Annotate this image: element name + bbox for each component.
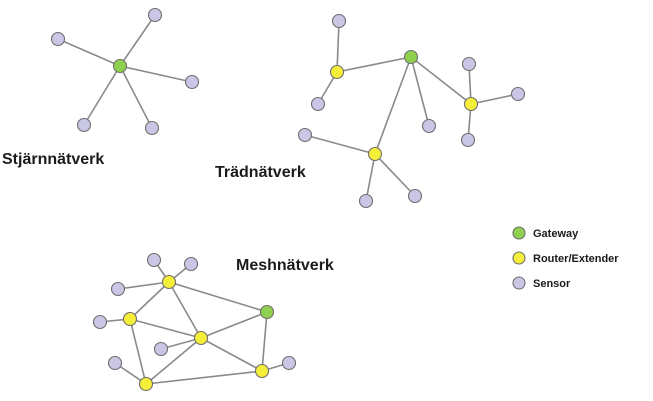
legend-gateway-label: Gateway	[533, 228, 579, 240]
tree-edge-r2-s6	[374, 153, 416, 197]
mesh-edge-g-r5	[261, 311, 268, 372]
tree-sensor-node-s7	[461, 56, 477, 72]
mesh-edge-r3-g	[200, 311, 268, 339]
tree-sensor-node-s6	[407, 188, 423, 204]
star-sensor-node-s1	[147, 7, 163, 23]
tree-edge-g-s3	[410, 56, 430, 127]
mesh-router-node-r4	[138, 376, 154, 392]
legend: Gateway Router/Extender Sensor	[512, 226, 619, 290]
mesh-sensor-node-s2	[183, 256, 199, 272]
star-edge-g-s2	[57, 38, 121, 67]
tree-sensor-node-s8	[510, 86, 526, 102]
edges-layer	[57, 14, 519, 385]
star-sensor-node-s3	[184, 74, 200, 90]
mesh-edge-r3-r4	[145, 337, 202, 385]
star-edge-g-s1	[119, 14, 156, 67]
star-network-title: Stjärnnätverk	[2, 151, 104, 168]
legend-router-label: Router/Extender	[533, 253, 619, 265]
tree-edge-g-r1	[336, 56, 412, 73]
mesh-edge-r1-s3	[117, 281, 170, 290]
mesh-sensor-node-s7	[281, 355, 297, 371]
mesh-sensor-node-s3	[110, 281, 126, 297]
mesh-router-node-r3	[193, 330, 209, 346]
mesh-network-title: Meshnätverk	[236, 257, 334, 274]
tree-edge-r2-s5	[365, 153, 376, 202]
mesh-edge-r4-r5	[145, 370, 263, 385]
mesh-edge-r2-r4	[129, 318, 147, 385]
legend-sensor-label: Sensor	[533, 278, 571, 290]
mesh-sensor-node-s6	[153, 341, 169, 357]
tree-sensor-node-s3	[421, 118, 437, 134]
star-sensor-node-s5	[144, 120, 160, 136]
tree-sensor-node-s1	[331, 13, 347, 29]
tree-sensor-node-s5	[358, 193, 374, 209]
tree-edge-g-r3	[410, 56, 472, 105]
mesh-edge-r2-r3	[129, 318, 202, 339]
tree-edge-r2-s4	[304, 134, 376, 155]
tree-sensor-node-s9	[460, 132, 476, 148]
mesh-edge-r1-r3	[168, 281, 202, 339]
star-edge-g-s5	[119, 65, 153, 129]
star-gateway-node-g	[112, 58, 128, 74]
tree-edge-r1-s1	[336, 20, 340, 73]
star-edge-g-s4	[83, 65, 121, 126]
tree-sensor-node-s2	[310, 96, 326, 112]
mesh-edge-r1-r2	[129, 281, 170, 320]
mesh-edge-r1-g	[168, 281, 268, 313]
mesh-router-node-r2	[122, 311, 138, 327]
legend-router-dot	[512, 251, 526, 265]
nodes-layer	[50, 7, 526, 392]
legend-gateway-dot	[512, 226, 526, 240]
legend-sensor-dot	[512, 276, 526, 290]
star-edge-g-s3	[119, 65, 193, 83]
tree-gateway-node-g	[403, 49, 419, 65]
tree-router-node-r2	[367, 146, 383, 162]
tree-sensor-node-s4	[297, 127, 313, 143]
tree-edge-g-r2	[374, 56, 412, 155]
mesh-sensor-node-s5	[107, 355, 123, 371]
tree-edge-r3-s8	[470, 93, 519, 105]
star-sensor-node-s4	[76, 117, 92, 133]
tree-router-node-r3	[463, 96, 479, 112]
mesh-sensor-node-s1	[146, 252, 162, 268]
tree-network-title: Trädnätverk	[215, 164, 306, 181]
mesh-edge-r3-r5	[200, 337, 263, 372]
mesh-sensor-node-s4	[92, 314, 108, 330]
tree-router-node-r1	[329, 64, 345, 80]
mesh-router-node-r5	[254, 363, 270, 379]
mesh-gateway-node-g	[259, 304, 275, 320]
star-sensor-node-s2	[50, 31, 66, 47]
mesh-router-node-r1	[161, 274, 177, 290]
